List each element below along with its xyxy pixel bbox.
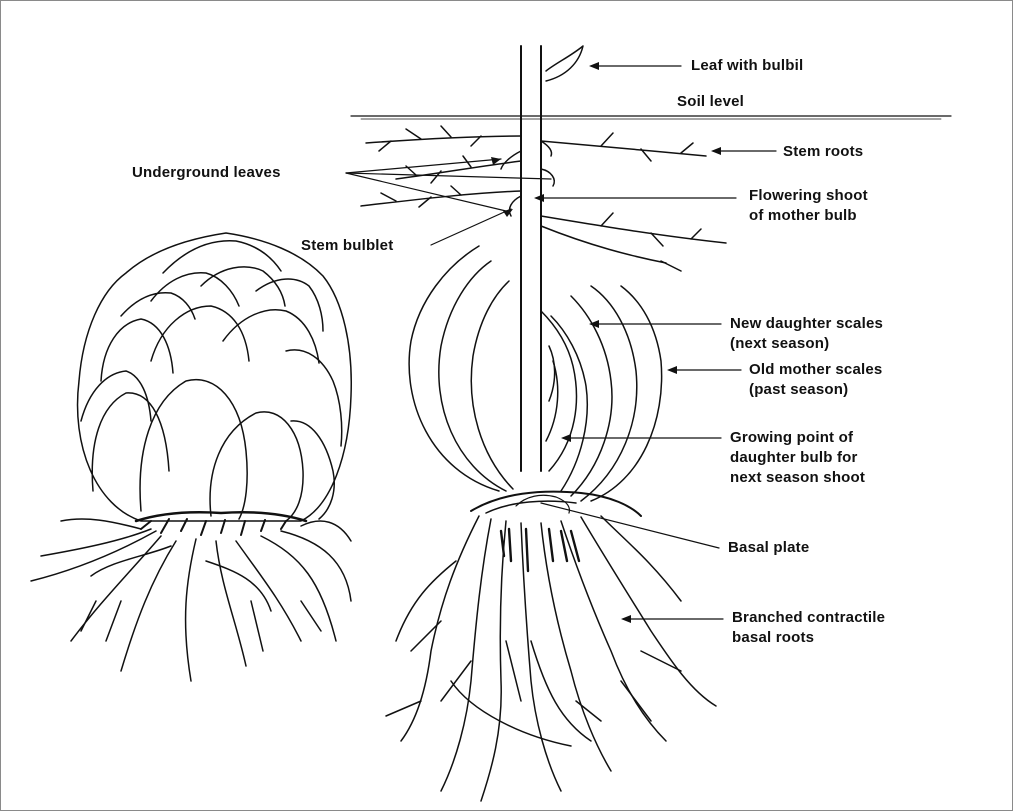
label-old-mother-2: (past season) [749, 381, 848, 398]
label-growing-point-2: daughter bulb for [730, 449, 858, 466]
label-stem-roots: Stem roots [783, 143, 863, 160]
label-soil-level: Soil level [677, 93, 744, 110]
label-old-mother-1: Old mother scales [749, 361, 882, 378]
label-stem-bulblet: Stem bulblet [301, 237, 393, 254]
label-new-daughter-2: (next season) [730, 335, 829, 352]
leader-underground-1 [346, 159, 501, 173]
label-branched-roots-2: basal roots [732, 629, 814, 646]
label-branched-roots-1: Branched contractile [732, 609, 885, 626]
whole-bulb-drawing [31, 233, 351, 681]
label-growing-point-1: Growing point of [730, 429, 853, 446]
leader-stem-bulblet [431, 209, 511, 245]
label-flowering-shoot-1: Flowering shoot [749, 187, 868, 204]
label-flowering-shoot-2: of mother bulb [749, 207, 857, 224]
label-new-daughter-1: New daughter scales [730, 315, 883, 332]
label-underground-leaves: Underground leaves [132, 164, 281, 181]
label-growing-point-3: next season shoot [730, 469, 865, 486]
label-basal-plate: Basal plate [728, 539, 809, 556]
label-leaf-with-bulbil: Leaf with bulbil [691, 57, 803, 74]
